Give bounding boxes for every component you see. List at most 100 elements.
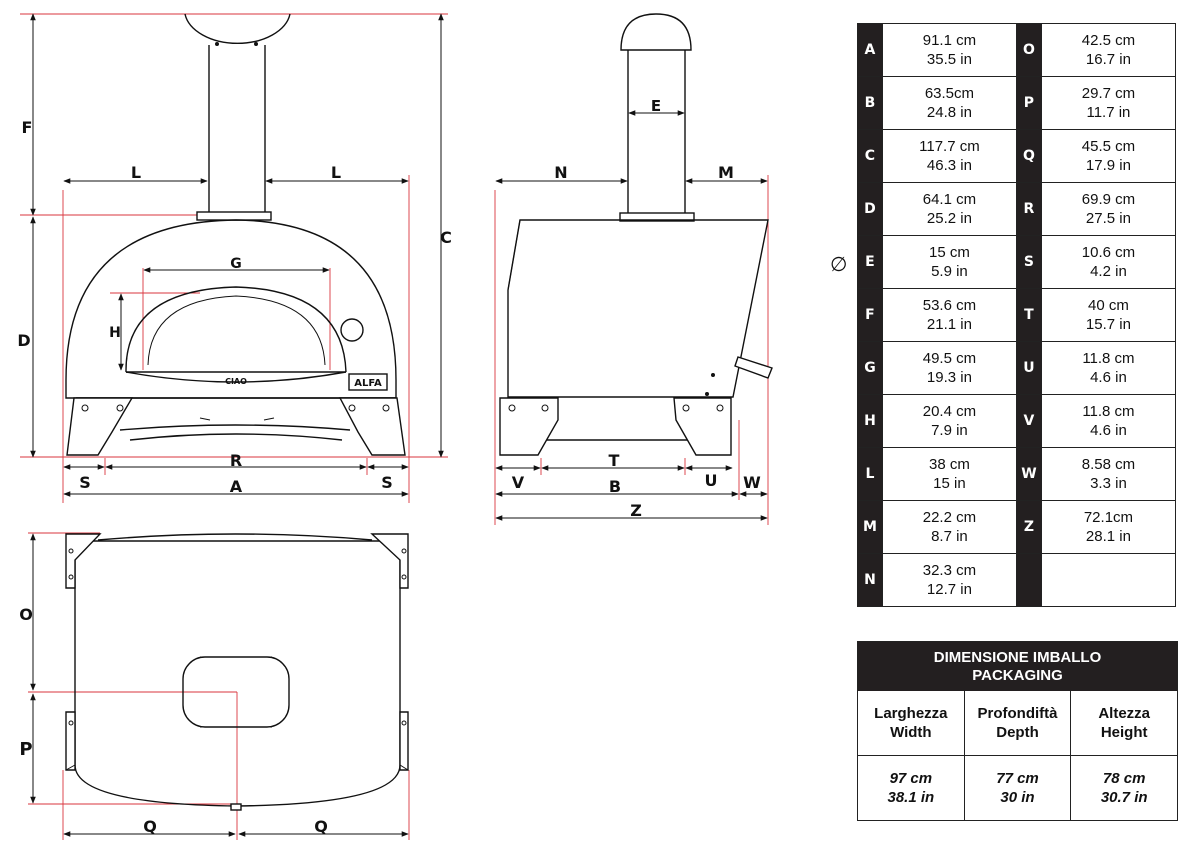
dimension-cm: 72.1cm <box>1083 509 1134 526</box>
dimension-cm: 40 cm <box>1088 297 1129 314</box>
dim-label-s-right: S <box>381 473 393 492</box>
packaging-depth-cm: 77 cm <box>996 770 1039 787</box>
dimension-in: 24.8 in <box>926 104 972 121</box>
packaging-table: DIMENSIONE IMBALLO PACKAGING Larghezza W… <box>857 641 1178 821</box>
dim-label-c: C <box>440 228 452 247</box>
side-view: E N M T V U W B Z <box>494 13 773 525</box>
dimension-cm: 22.2 cm <box>922 509 977 526</box>
dimension-key: S <box>1015 235 1042 289</box>
dim-label-o: O <box>19 605 33 624</box>
dimension-key: P <box>1015 76 1042 130</box>
packaging-height-label: Altezza Height <box>1071 691 1177 755</box>
dimension-key: C <box>857 129 883 183</box>
dim-label-f: F <box>22 118 33 137</box>
top-view: O P Q Q <box>19 532 410 840</box>
dimension-in: 4.2 in <box>1090 263 1127 280</box>
dimension-key: V <box>1015 394 1042 448</box>
packaging-depth-label: Profondiftà Depth <box>965 691 1072 755</box>
dim-label-q-right: Q <box>314 817 328 836</box>
packaging-width-cm: 97 cm <box>889 770 933 787</box>
dimension-in: 5.9 in <box>931 263 968 280</box>
dimension-key: M <box>857 500 883 554</box>
dimension-in: 19.3 in <box>926 369 972 386</box>
packaging-width-label: Larghezza Width <box>858 691 965 755</box>
dimension-in: 27.5 in <box>1085 210 1131 227</box>
front-view: ALFA CIAO F D C L L G H R S S <box>17 13 452 503</box>
packaging-labels-row: Larghezza Width Profondiftà Depth Altezz… <box>858 691 1177 755</box>
dimension-cm: 64.1 cm <box>922 191 977 208</box>
dim-label-z: Z <box>630 501 642 520</box>
dimension-key: Z <box>1015 500 1042 554</box>
dimension-in: 4.6 in <box>1090 369 1127 386</box>
brand-logo-text: ALFA <box>354 378 382 389</box>
dim-label-h: H <box>109 325 121 341</box>
packaging-height-value: 78 cm 30.7 in <box>1071 756 1177 820</box>
dimension-key: T <box>1015 288 1042 342</box>
dimension-in: 4.6 in <box>1090 422 1127 439</box>
dim-label-d: D <box>17 331 30 350</box>
dimension-cm: 32.3 cm <box>922 562 977 579</box>
dimension-cm: 42.5 cm <box>1081 32 1136 49</box>
dimension-cm: 117.7 cm <box>919 138 980 155</box>
dimension-cm: 11.8 cm <box>1082 403 1135 420</box>
dimension-in: 28.1 in <box>1085 528 1131 545</box>
dimension-key: Q <box>1015 129 1042 183</box>
dimension-in: 3.3 in <box>1090 475 1127 492</box>
dimension-cm: 20.4 cm <box>922 403 977 420</box>
dimension-key: W <box>1015 447 1042 501</box>
dimension-cm: 53.6 cm <box>922 297 977 314</box>
packaging-width-in: 38.1 in <box>887 789 935 806</box>
dimension-key: L <box>857 447 883 501</box>
dimension-key: G <box>857 341 883 395</box>
dimension-key <box>1015 553 1042 607</box>
packaging-width-label-en: Width <box>890 724 932 741</box>
dimension-value: 49.5 cm 19.3 in <box>881 341 1017 395</box>
dimension-in: 25.2 in <box>926 210 972 227</box>
dimension-cm: 49.5 cm <box>922 350 977 367</box>
dimension-value: 32.3 cm 12.7 in <box>881 553 1017 607</box>
dimension-in: 12.7 in <box>926 581 972 598</box>
packaging-width-value: 97 cm 38.1 in <box>858 756 965 820</box>
dimension-in: 15 in <box>933 475 966 492</box>
dimension-value: 40 cm 15.7 in <box>1040 288 1177 342</box>
dim-label-e: E <box>651 97 661 115</box>
dimension-cm: 29.7 cm <box>1081 85 1136 102</box>
packaging-width-label-it: Larghezza <box>874 705 948 722</box>
dim-label-s-left: S <box>79 473 91 492</box>
dimension-key: D <box>857 182 883 236</box>
dimension-value: 53.6 cm 21.1 in <box>881 288 1017 342</box>
dimension-in: 15.7 in <box>1085 316 1131 333</box>
dim-label-t: T <box>609 451 620 470</box>
dimension-in: 21.1 in <box>926 316 972 333</box>
dimension-cm: 45.5 cm <box>1081 138 1136 155</box>
diameter-symbol: ∅ <box>830 252 848 276</box>
dim-label-l-left: L <box>131 163 141 182</box>
dimension-key: B <box>857 76 883 130</box>
packaging-depth-value: 77 cm 30 in <box>965 756 1072 820</box>
packaging-height-in: 30.7 in <box>1100 789 1148 806</box>
dim-label-p: P <box>19 739 32 760</box>
dimension-in: 11.7 in <box>1086 104 1131 121</box>
dim-label-r: R <box>230 451 242 470</box>
packaging-depth-label-en: Depth <box>996 724 1039 741</box>
packaging-height-label-en: Height <box>1100 724 1148 741</box>
packaging-header: DIMENSIONE IMBALLO PACKAGING <box>858 642 1177 691</box>
